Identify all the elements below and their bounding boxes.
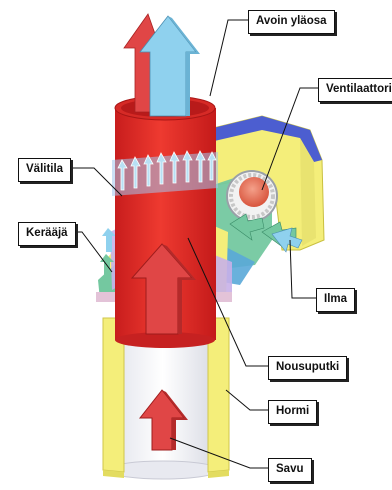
label-savu: Savu xyxy=(268,458,312,482)
label-valitila: Välitila xyxy=(18,158,71,182)
outflow-arrows-top xyxy=(124,14,200,116)
leader-hormi xyxy=(226,390,268,410)
leader-avoin-ylaosa xyxy=(210,20,248,96)
label-hormi: Hormi xyxy=(268,400,317,424)
label-avoin-ylaosa: Avoin yläosa xyxy=(248,10,335,34)
label-ilma: Ilma xyxy=(316,288,355,312)
label-ventilaattori: Ventilaattori xyxy=(318,78,392,102)
fan-wheel xyxy=(227,171,277,221)
label-keraaja: Kerääjä xyxy=(18,222,76,246)
label-nousuputki: Nousuputki xyxy=(268,356,347,380)
